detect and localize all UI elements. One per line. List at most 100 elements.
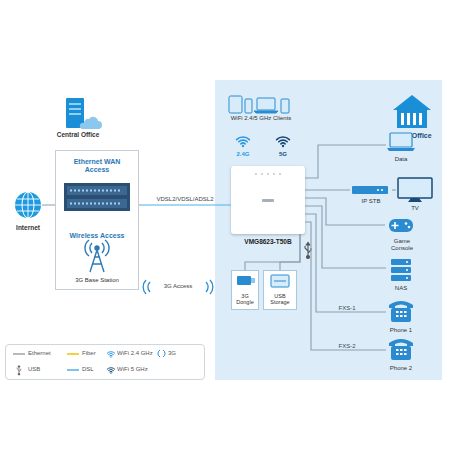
node-label: VMG8623-T50B (221, 238, 315, 245)
server-icon (69, 113, 81, 115)
node-label: Game Console (385, 238, 419, 252)
wifi-client-devices (229, 96, 289, 113)
server-icon (69, 103, 81, 105)
gamepad-icon (408, 226, 411, 229)
nas-icon (391, 259, 411, 265)
node-label: IP STB (350, 198, 392, 205)
legend-box: Ethernet Fiber WiFi 2.4 GHz 3G USB DSL WiFi 5 … (5, 344, 205, 380)
dongle-icon (237, 276, 251, 285)
legend-item: Ethernet (28, 350, 51, 357)
set-top-box-icon (381, 189, 383, 191)
rack-icon (64, 183, 130, 211)
home-office-region: Home/OfficeWiFi 2.4/5 GHz ClientsVMG8623… (215, 80, 442, 380)
edge-label: FXS-2 (332, 343, 362, 350)
legend-label: DSL (82, 366, 94, 372)
connector-line (305, 222, 386, 350)
tv-icon (398, 178, 432, 202)
phone-icon (389, 301, 413, 360)
legend-item: Fiber (82, 350, 96, 357)
text-label: 5G (272, 151, 294, 158)
nas-icon (406, 269, 408, 271)
set-top-box-icon (352, 186, 388, 194)
connector-line (305, 198, 385, 225)
legend-item: 3G (168, 350, 176, 357)
wifi-symbol (277, 137, 290, 147)
router-box: VMG8623-T50B (231, 166, 305, 234)
client-group: WiFi 2.4/5 GHz Clients (222, 90, 300, 124)
usb-symbol (305, 243, 311, 259)
nas-icon (391, 267, 411, 273)
node-label: TV (396, 205, 434, 212)
legend-label: USB (28, 366, 40, 372)
edge-label: FXS-1 (332, 305, 362, 312)
device-node: Phone 1 (386, 299, 416, 337)
nas-icon (406, 261, 408, 263)
device-node: Phone 2 (386, 337, 416, 375)
node-label: Data (381, 156, 421, 163)
legend-label: WiFi 5 GHz (117, 366, 148, 372)
laptop-icon (387, 148, 415, 151)
legend-label: WiFi 2.4 GHz (117, 350, 153, 356)
base-station-icon (95, 246, 99, 250)
connector-line (245, 234, 300, 270)
nas-icon (391, 259, 411, 281)
usb-symbol (305, 243, 311, 259)
base-station-icon (102, 243, 104, 253)
connector-line (280, 234, 300, 270)
gamepad-icon (389, 219, 413, 232)
storage-icon (271, 275, 289, 287)
server-icon (69, 108, 81, 110)
signal-waves (206, 282, 208, 292)
node-label: Wireless Access (57, 232, 137, 240)
server-icon (80, 117, 102, 129)
nas-icon (406, 277, 408, 279)
router-detail (279, 173, 281, 175)
node-label: 3G Dongle (232, 293, 258, 306)
base-station-icon (85, 240, 109, 272)
connector-line (139, 204, 231, 205)
router-detail (267, 173, 269, 175)
legend-label: Fiber (82, 350, 96, 356)
storage-icon (271, 275, 289, 287)
legend-item: WiFi 2.4 GHz (117, 350, 153, 357)
base-station-icon (90, 250, 104, 272)
access-box: Ethernet WAN AccessWireless Access3G Bas… (55, 150, 139, 290)
device-node: Data (386, 131, 416, 165)
server-icon (66, 98, 102, 129)
dongle-icon (237, 276, 255, 285)
router-detail (273, 173, 275, 175)
text-label: 2.4G (230, 151, 256, 158)
base-station-icon (90, 243, 92, 253)
connector-line (305, 189, 350, 190)
rack-icon (70, 191, 122, 204)
legend-sample (107, 368, 115, 374)
connector-line (42, 204, 55, 205)
base-station-icon (105, 240, 109, 256)
node-label: 3G Base Station (57, 277, 137, 284)
signal-waves (148, 282, 150, 292)
signal-waves (210, 280, 213, 294)
base-station-icon (85, 240, 89, 256)
house-icon (419, 113, 422, 125)
device-node: Game Console (385, 213, 419, 259)
wifi-symbol (237, 137, 290, 147)
globe-icon (15, 192, 41, 218)
legend-item: WiFi 5 GHz (117, 366, 148, 373)
dongle-box: 3G Dongle (231, 270, 259, 310)
tv-icon (398, 178, 432, 198)
router-detail (255, 173, 281, 202)
tv-icon (408, 198, 422, 202)
wifi-client-devices (229, 96, 242, 113)
legend-sample (67, 353, 79, 355)
laptop-icon (390, 133, 412, 147)
node-label: Phone 1 (381, 327, 421, 334)
connector-line (305, 145, 386, 178)
text-label: 3G Access (153, 283, 203, 290)
wifi-client-devices (254, 111, 278, 113)
house-icon (393, 95, 431, 110)
set-top-box-icon (352, 186, 388, 194)
legend-label: Ethernet (28, 350, 51, 356)
nas-icon (391, 275, 411, 281)
gamepad-icon (405, 222, 408, 225)
